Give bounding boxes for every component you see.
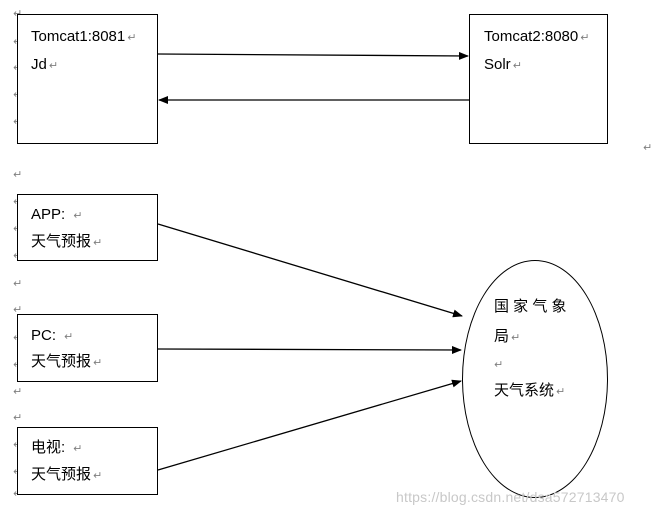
paragraph-mark: ↵ bbox=[511, 332, 521, 344]
paragraph-mark: ↵ bbox=[93, 470, 103, 482]
client-tv-box: 电视:↵ 天气预报↵ bbox=[17, 427, 158, 495]
client-pc-service: 天气预报 bbox=[31, 353, 92, 370]
arrow-pc-to-bureau bbox=[157, 345, 462, 354]
paragraph-mark: ↵ bbox=[48, 60, 59, 72]
paragraph-mark: ↵ bbox=[127, 32, 137, 44]
client-tv-service: 天气预报 bbox=[31, 466, 92, 483]
bureau-line3: 天气系统 bbox=[494, 382, 555, 399]
weather-bureau-ellipse bbox=[462, 260, 608, 498]
arrow-tv-to-bureau bbox=[157, 379, 462, 471]
paragraph-mark: ↵ bbox=[556, 386, 566, 398]
paragraph-mark: ↵ bbox=[73, 210, 83, 222]
paragraph-mark: ↵ bbox=[13, 278, 23, 290]
arrow-tomcat1-to-tomcat2 bbox=[157, 51, 469, 60]
tomcat2-title: Tomcat2:8080 bbox=[484, 28, 579, 45]
tomcat2-app: Solr bbox=[484, 56, 511, 73]
watermark: https://blog.csdn.net/dsa572713470 bbox=[396, 489, 625, 505]
paragraph-mark: ↵ bbox=[93, 237, 103, 249]
paragraph-mark: ↵ bbox=[580, 32, 590, 44]
paragraph-mark: ↵ bbox=[64, 331, 74, 343]
tomcat2-box: Tomcat2:8080↵ Solr↵ bbox=[469, 14, 608, 144]
client-app-name: APP: bbox=[31, 206, 66, 223]
paragraph-mark: ↵ bbox=[13, 412, 23, 424]
paragraph-mark: ↵ bbox=[73, 443, 83, 455]
bureau-line2: 局 bbox=[494, 328, 510, 345]
paragraph-mark: ↵ bbox=[643, 142, 653, 154]
paragraph-mark: ↵ bbox=[13, 304, 23, 316]
arrow-app-to-bureau bbox=[157, 223, 463, 318]
bureau-line1: 国 家 气 象 bbox=[494, 298, 567, 315]
client-app-service: 天气预报 bbox=[31, 233, 92, 250]
paragraph-mark: ↵ bbox=[13, 169, 23, 181]
paragraph-mark: ↵ bbox=[512, 60, 522, 72]
client-app-box: APP:↵ 天气预报↵ bbox=[17, 194, 158, 261]
client-pc-name: PC: bbox=[31, 327, 57, 344]
client-tv-name: 电视: bbox=[31, 439, 66, 456]
tomcat1-title: Tomcat1:8081 bbox=[31, 28, 126, 45]
paragraph-mark: ↵ bbox=[93, 357, 103, 369]
paragraph-mark: ↵ bbox=[13, 386, 23, 398]
paragraph-mark: ↵ bbox=[494, 359, 504, 371]
tomcat1-box: Tomcat1:8081↵ Jd↵ bbox=[17, 14, 158, 144]
client-pc-box: PC:↵ 天气预报↵ bbox=[17, 314, 158, 382]
tomcat1-app: Jd bbox=[31, 56, 47, 73]
